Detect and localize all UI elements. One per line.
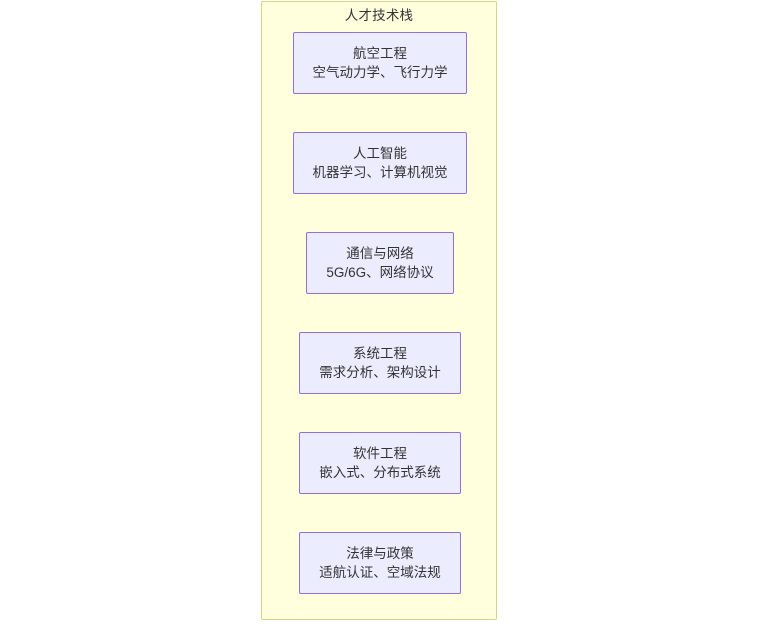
node-title: 人工智能 (353, 146, 407, 161)
node-title: 通信与网络 (346, 246, 414, 261)
node-detail: 嵌入式、分布式系统 (319, 465, 441, 480)
node-legal-policy[interactable]: 法律与政策 适航认证、空域法规 (299, 532, 461, 594)
node-detail: 5G/6G、网络协议 (326, 265, 434, 280)
node-detail: 空气动力学、飞行力学 (312, 65, 448, 80)
node-title: 航空工程 (353, 46, 407, 61)
node-detail: 机器学习、计算机视觉 (312, 165, 448, 180)
node-detail: 适航认证、空域法规 (319, 565, 441, 580)
node-software-engineering[interactable]: 软件工程 嵌入式、分布式系统 (299, 432, 461, 494)
cluster-title-label: 人才技术栈 (344, 8, 414, 23)
node-systems-engineering[interactable]: 系统工程 需求分析、架构设计 (299, 332, 461, 394)
cluster-talent-stack: 人才技术栈 (261, 1, 497, 620)
node-communications-networking[interactable]: 通信与网络 5G/6G、网络协议 (306, 232, 454, 294)
node-detail: 需求分析、架构设计 (319, 365, 441, 380)
node-title: 法律与政策 (346, 546, 414, 561)
node-artificial-intelligence[interactable]: 人工智能 机器学习、计算机视觉 (293, 132, 467, 194)
node-aerospace-engineering[interactable]: 航空工程 空气动力学、飞行力学 (293, 32, 467, 94)
node-title: 软件工程 (353, 446, 407, 461)
node-title: 系统工程 (353, 346, 407, 361)
